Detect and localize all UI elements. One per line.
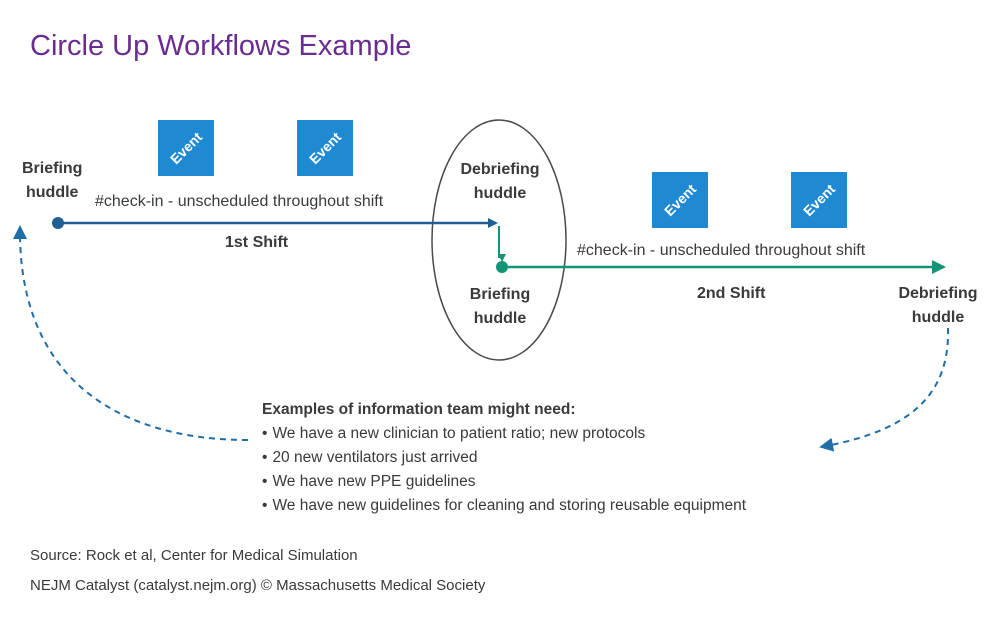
examples-heading: Examples of information team might need: — [262, 401, 576, 418]
brief-label-line1: Briefing — [469, 286, 531, 303]
loop-arrow-right — [819, 327, 950, 452]
event-label: Event — [660, 180, 700, 220]
transition-debriefing-label: Debriefing huddle — [450, 158, 550, 206]
list-item: 20 new ventilators just arrived — [262, 446, 746, 470]
event-label: Event — [799, 180, 839, 220]
debrief-label-line1: Debriefing — [460, 161, 540, 178]
debrief-label-line2: huddle — [473, 185, 527, 202]
brief-label-line2: huddle — [473, 310, 527, 327]
first-shift-line — [52, 217, 498, 229]
event-label: Event — [305, 128, 345, 168]
event-badge: Event — [158, 120, 214, 176]
copyright-line: NEJM Catalyst (catalyst.nejm.org) © Mass… — [30, 577, 486, 594]
event-badge: Event — [652, 172, 708, 228]
loop-arrow-left — [13, 225, 249, 441]
event-badge: Event — [297, 120, 353, 176]
second-shift-end-label: Debriefing huddle — [888, 282, 988, 330]
first-shift-checkin-text: #check-in - unscheduled throughout shift — [95, 193, 384, 210]
first-shift-start-label: Briefing huddle — [22, 157, 82, 205]
first-shift-label: 1st Shift — [225, 234, 289, 251]
examples-list: We have a new clinician to patient ratio… — [262, 422, 746, 518]
transition-ellipse — [431, 119, 567, 361]
start-label-line2: huddle — [26, 184, 79, 201]
transition-briefing-label: Briefing huddle — [450, 283, 550, 331]
diagram-title: Circle Up Workflows Example — [30, 30, 412, 62]
end-label-line2: huddle — [911, 309, 965, 326]
second-shift-checkin-text: #check-in - unscheduled throughout shift — [577, 242, 866, 259]
list-item: We have a new clinician to patient ratio… — [262, 422, 746, 446]
event-label: Event — [166, 128, 206, 168]
examples-block: Examples of information team might need:… — [262, 398, 746, 518]
event-badge: Event — [791, 172, 847, 228]
second-shift-label: 2nd Shift — [697, 285, 766, 302]
end-label-line1: Debriefing — [898, 285, 978, 302]
list-item: We have new PPE guidelines — [262, 470, 746, 494]
source-citation: Source: Rock et al, Center for Medical S… — [30, 547, 358, 564]
list-item: We have new guidelines for cleaning and … — [262, 494, 746, 518]
second-shift-line — [496, 260, 946, 274]
start-label-line1: Briefing — [22, 160, 83, 177]
